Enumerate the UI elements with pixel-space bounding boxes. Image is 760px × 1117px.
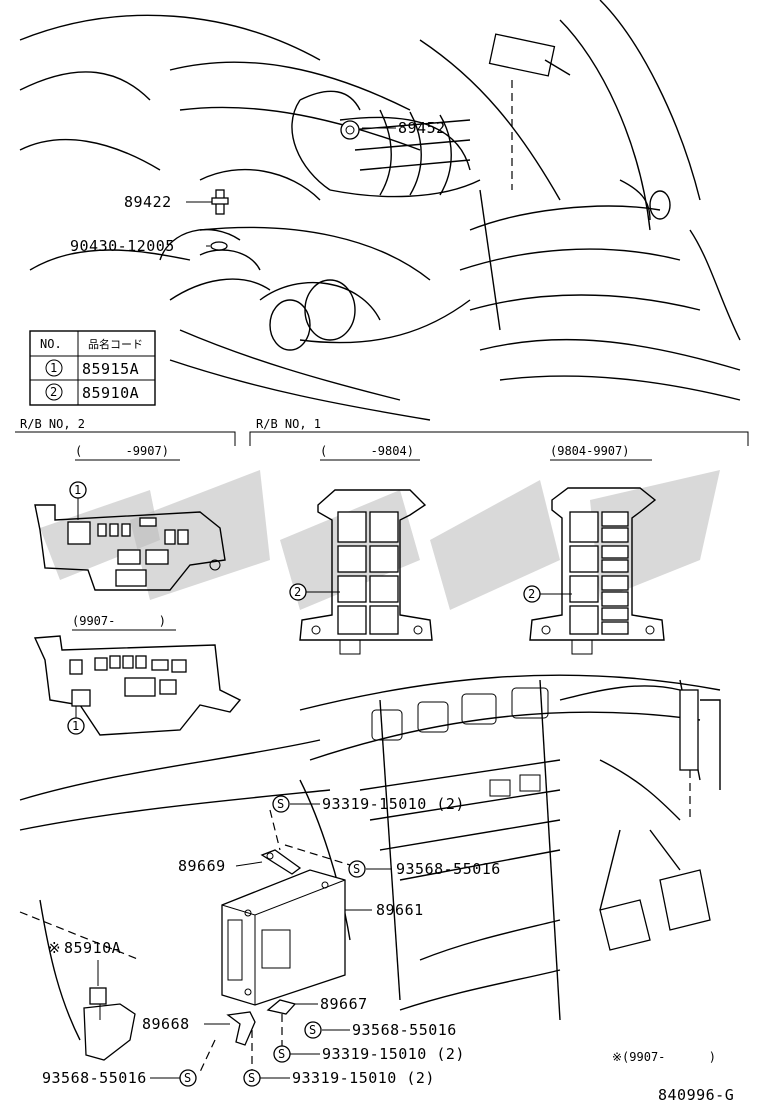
- part-label-89667: 89667: [320, 995, 368, 1013]
- star-mark: ※: [48, 939, 61, 957]
- relay-block-rb1-late: 2: [523, 487, 665, 655]
- table-row-code: 85915A: [82, 360, 139, 378]
- part-label-93568-55016-mid: 93568-55016: [352, 1021, 457, 1039]
- ecu-assembly: [83, 849, 346, 1061]
- callout-mark: 1: [74, 483, 81, 497]
- part-label-89668: 89668: [142, 1015, 190, 1033]
- range-label-rb1-right: (9804-9907): [550, 444, 629, 458]
- part-label-93568-55016-top: 93568-55016: [396, 860, 501, 878]
- footnote-range: ※(9907- ): [612, 1050, 716, 1064]
- part-label-90430-12005: 90430-12005: [70, 237, 175, 255]
- range-label-rb2-bottom: (9907- ): [72, 614, 166, 628]
- callout-mark: 2: [528, 587, 535, 601]
- part-label-93319-15010-top: 93319-15010 (2): [322, 795, 465, 813]
- screw-mark: S: [309, 1023, 316, 1037]
- part-label-93319-15010-bottom: 93319-15010 (2): [292, 1069, 435, 1087]
- leaders-bottom: [150, 803, 392, 1079]
- table-row-code: 85910A: [82, 384, 139, 402]
- screw-mark: S: [248, 1071, 255, 1085]
- screw-icon: [304, 1021, 322, 1039]
- part-label-85910A: 85910A: [64, 939, 121, 957]
- table-row-no: 2: [50, 385, 57, 399]
- screw-mark: S: [278, 1047, 285, 1061]
- engine-bay-illustration: [19, 0, 741, 421]
- section-headers: R/B NO, 2 R/B NO, 1 ( -9907) ( -9804) (9…: [15, 417, 749, 631]
- callout-mark: 1: [72, 719, 79, 733]
- screw-icon: [348, 860, 366, 878]
- part-label-89422: 89422: [124, 193, 172, 211]
- part-label-89669: 89669: [178, 857, 226, 875]
- screw-mark: S: [184, 1071, 191, 1085]
- table-header-code: 品名コード: [88, 337, 143, 351]
- diagram-code: 840996-G: [658, 1086, 734, 1104]
- screw-icon: [272, 795, 290, 813]
- code-table: NO. 品名コード 1 85915A 2 85910A: [29, 330, 156, 406]
- screw-mark: S: [277, 797, 284, 811]
- relay-block-rb2-early: 1: [34, 481, 226, 591]
- screw-mark: S: [353, 862, 360, 876]
- part-label-93568-55016-left: 93568-55016: [42, 1069, 147, 1087]
- relay-block-rb2-late: 1: [33, 635, 242, 736]
- dashboard-illustration: [19, 674, 721, 1041]
- table-header-no: NO.: [40, 337, 62, 351]
- part-label-89661: 89661: [376, 901, 424, 919]
- relay-block-rb1-early: 2: [289, 489, 433, 655]
- range-label-rb1-left: ( -9804): [320, 444, 414, 458]
- table-row-no: 1: [50, 361, 57, 375]
- part-label-89452: 89452: [398, 119, 446, 137]
- part-label-93319-15010-mid: 93319-15010 (2): [322, 1045, 465, 1063]
- section-label-rb-no1: R/B NO, 1: [256, 417, 321, 431]
- range-label-rb2-top: ( -9907): [75, 444, 169, 458]
- section-label-rb-no2: R/B NO, 2: [20, 417, 85, 431]
- callout-mark: 2: [294, 585, 301, 599]
